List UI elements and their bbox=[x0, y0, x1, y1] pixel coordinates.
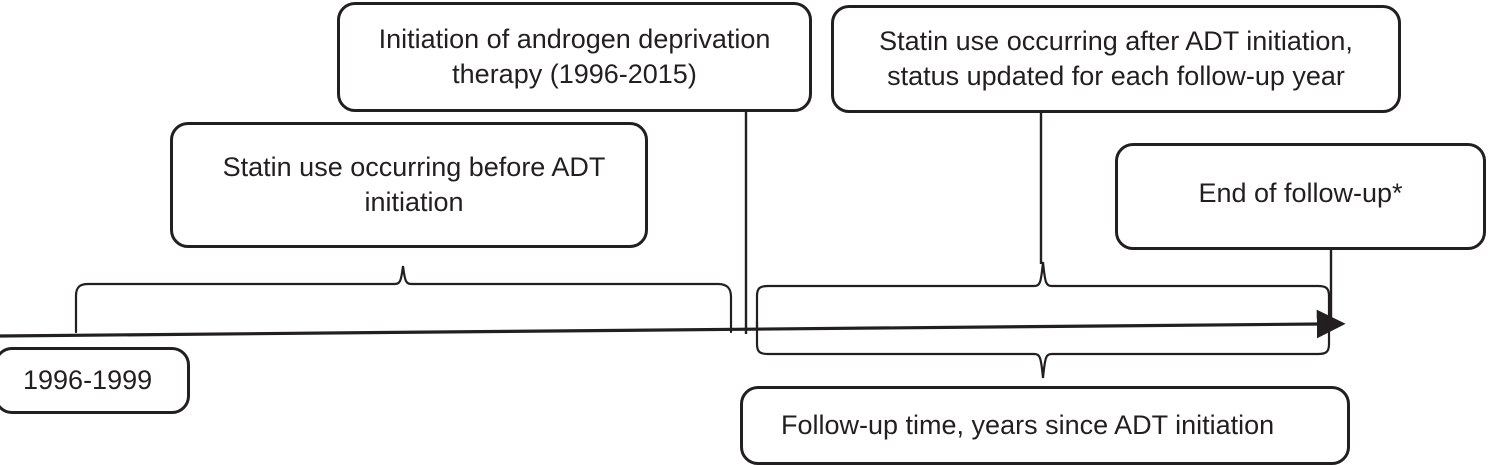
box-end-of-follow-up[interactable]: End of follow-up* bbox=[1115, 143, 1486, 250]
box-statin-after-adt-label: Statin use occurring after ADT initiatio… bbox=[879, 25, 1353, 91]
timeline-axis bbox=[0, 309, 1346, 339]
box-adt-initiation-label: Initiation of androgen deprivation thera… bbox=[378, 23, 771, 89]
box-follow-up-time-label: Follow-up time, years since ADT initiati… bbox=[781, 409, 1275, 440]
box-end-of-follow-up-label: End of follow-up* bbox=[1198, 178, 1403, 208]
box-cohort-year-range[interactable]: 1996-1999 bbox=[0, 347, 190, 414]
box-follow-up-time[interactable]: Follow-up time, years since ADT initiati… bbox=[740, 386, 1350, 465]
box-adt-initiation[interactable]: Initiation of androgen deprivation thera… bbox=[337, 2, 812, 112]
box-statin-after-adt[interactable]: Statin use occurring after ADT initiatio… bbox=[831, 5, 1401, 113]
box-cohort-year-range-label: 1996-1999 bbox=[23, 364, 153, 395]
post-adt-brace-down bbox=[755, 320, 1331, 379]
post-adt-brace-up bbox=[755, 261, 1331, 332]
box-statin-before-adt[interactable]: Statin use occurring before ADT initiati… bbox=[170, 122, 648, 248]
box-statin-before-adt-label: Statin use occurring before ADT initiati… bbox=[222, 151, 606, 217]
pre-adt-brace bbox=[74, 265, 733, 334]
